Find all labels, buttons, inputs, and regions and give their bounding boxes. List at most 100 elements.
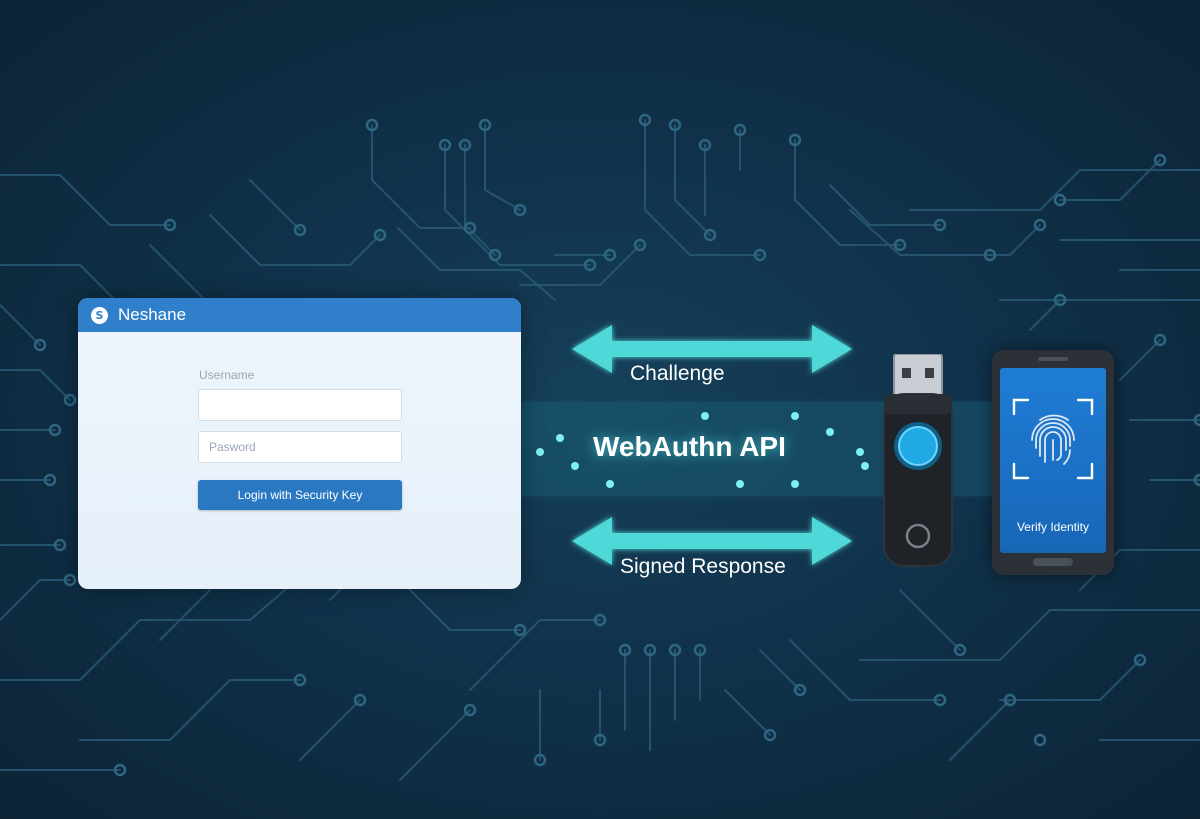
password-input[interactable] bbox=[198, 431, 402, 463]
circuit-node bbox=[593, 613, 607, 627]
circuit-trace bbox=[399, 709, 471, 781]
circuit-node bbox=[1193, 473, 1200, 487]
circuit-node bbox=[933, 218, 947, 232]
circuit-node bbox=[893, 238, 907, 252]
circuit-trace bbox=[79, 679, 301, 741]
circuit-node bbox=[933, 693, 947, 707]
circuit-trace bbox=[519, 244, 641, 286]
circuit-trace bbox=[919, 224, 1041, 256]
phone-speaker bbox=[1038, 357, 1068, 361]
circuit-node bbox=[753, 248, 767, 262]
circuit-node bbox=[1053, 293, 1067, 307]
circuit-node bbox=[1053, 193, 1067, 207]
circuit-trace bbox=[0, 559, 321, 681]
circuit-node bbox=[643, 643, 657, 657]
signed-response-double-arrow-icon bbox=[572, 517, 852, 565]
circuit-trace bbox=[759, 649, 801, 691]
circuit-node bbox=[43, 473, 57, 487]
circuit-node bbox=[583, 258, 597, 272]
circuit-node bbox=[463, 221, 477, 235]
circuit-trace bbox=[644, 119, 761, 256]
circuit-node bbox=[693, 643, 707, 657]
phone-home-button[interactable] bbox=[1033, 558, 1073, 566]
circuit-trace bbox=[794, 139, 901, 246]
signed-response-label: Signed Response bbox=[620, 555, 786, 578]
circuit-trace bbox=[859, 609, 1200, 661]
circuit-node bbox=[1003, 693, 1017, 707]
circuit-trace bbox=[1119, 339, 1161, 381]
data-stream-dot bbox=[556, 434, 564, 442]
data-stream-dot bbox=[736, 480, 744, 488]
data-stream-dot bbox=[791, 480, 799, 488]
circuit-node bbox=[113, 763, 127, 777]
phone-screen: Verify Identity bbox=[1000, 368, 1106, 553]
circuit-node bbox=[953, 643, 967, 657]
circuit-node bbox=[788, 133, 802, 147]
circuit-trace bbox=[0, 174, 171, 226]
circuit-node bbox=[63, 573, 77, 587]
fingerprint-icon[interactable] bbox=[1012, 398, 1094, 480]
circuit-trace bbox=[999, 659, 1141, 701]
circuit-node bbox=[513, 623, 527, 637]
circuit-trace bbox=[149, 244, 211, 306]
circuit-trace bbox=[724, 689, 771, 736]
app-title: Neshane bbox=[118, 305, 187, 324]
circuit-node bbox=[353, 693, 367, 707]
circuit-node bbox=[438, 138, 452, 152]
circuit-node bbox=[53, 538, 67, 552]
circuit-node bbox=[488, 248, 502, 262]
circuit-node bbox=[1153, 333, 1167, 347]
webauthn-api-label: WebAuthn API bbox=[593, 431, 786, 462]
login-window: S Neshane Username Login with Security K… bbox=[78, 298, 521, 589]
circuit-node bbox=[293, 223, 307, 237]
circuit-node bbox=[293, 673, 307, 687]
circuit-node bbox=[603, 248, 617, 262]
circuit-node bbox=[1193, 413, 1200, 427]
circuit-node bbox=[533, 753, 547, 767]
circuit-node bbox=[513, 203, 527, 217]
username-input[interactable] bbox=[198, 389, 402, 421]
data-stream-dot bbox=[606, 480, 614, 488]
circuit-trace bbox=[299, 699, 361, 761]
circuit-node bbox=[633, 238, 647, 252]
circuit-node bbox=[1153, 153, 1167, 167]
circuit-node bbox=[373, 228, 387, 242]
challenge-double-arrow-icon bbox=[572, 325, 852, 373]
circuit-node bbox=[698, 138, 712, 152]
circuit-node bbox=[593, 733, 607, 747]
circuit-node bbox=[618, 643, 632, 657]
smartphone: Verify Identity bbox=[992, 350, 1114, 575]
data-stream-dot bbox=[701, 412, 709, 420]
data-stream-dot bbox=[536, 448, 544, 456]
circuit-node bbox=[463, 703, 477, 717]
circuit-trace bbox=[209, 214, 381, 266]
circuit-trace bbox=[674, 124, 711, 236]
verify-identity-label: Verify Identity bbox=[1016, 520, 1090, 534]
circuit-node bbox=[63, 393, 77, 407]
circuit-node bbox=[365, 118, 379, 132]
app-logo-icon: S bbox=[91, 306, 108, 324]
circuit-node bbox=[668, 643, 682, 657]
data-stream-dot bbox=[571, 462, 579, 470]
login-form: Username Login with Security Key bbox=[198, 368, 402, 510]
circuit-node bbox=[458, 138, 472, 152]
circuit-trace bbox=[1029, 299, 1061, 331]
circuit-trace bbox=[789, 639, 941, 701]
challenge-label: Challenge bbox=[630, 362, 725, 385]
circuit-trace bbox=[0, 579, 71, 621]
data-stream-dot bbox=[856, 448, 864, 456]
circuit-trace bbox=[1079, 549, 1200, 591]
circuit-node bbox=[763, 728, 777, 742]
usb-security-key-icon bbox=[883, 354, 953, 567]
circuit-trace bbox=[949, 699, 1011, 761]
circuit-node bbox=[1033, 733, 1047, 747]
data-stream-dot bbox=[791, 412, 799, 420]
login-with-security-key-button[interactable]: Login with Security Key bbox=[198, 480, 402, 510]
circuit-node bbox=[1133, 653, 1147, 667]
window-titlebar: S Neshane bbox=[78, 298, 521, 332]
circuit-node bbox=[48, 423, 62, 437]
circuit-trace bbox=[249, 179, 301, 231]
circuit-node bbox=[733, 123, 747, 137]
circuit-trace bbox=[829, 184, 941, 226]
circuit-trace bbox=[899, 589, 961, 651]
